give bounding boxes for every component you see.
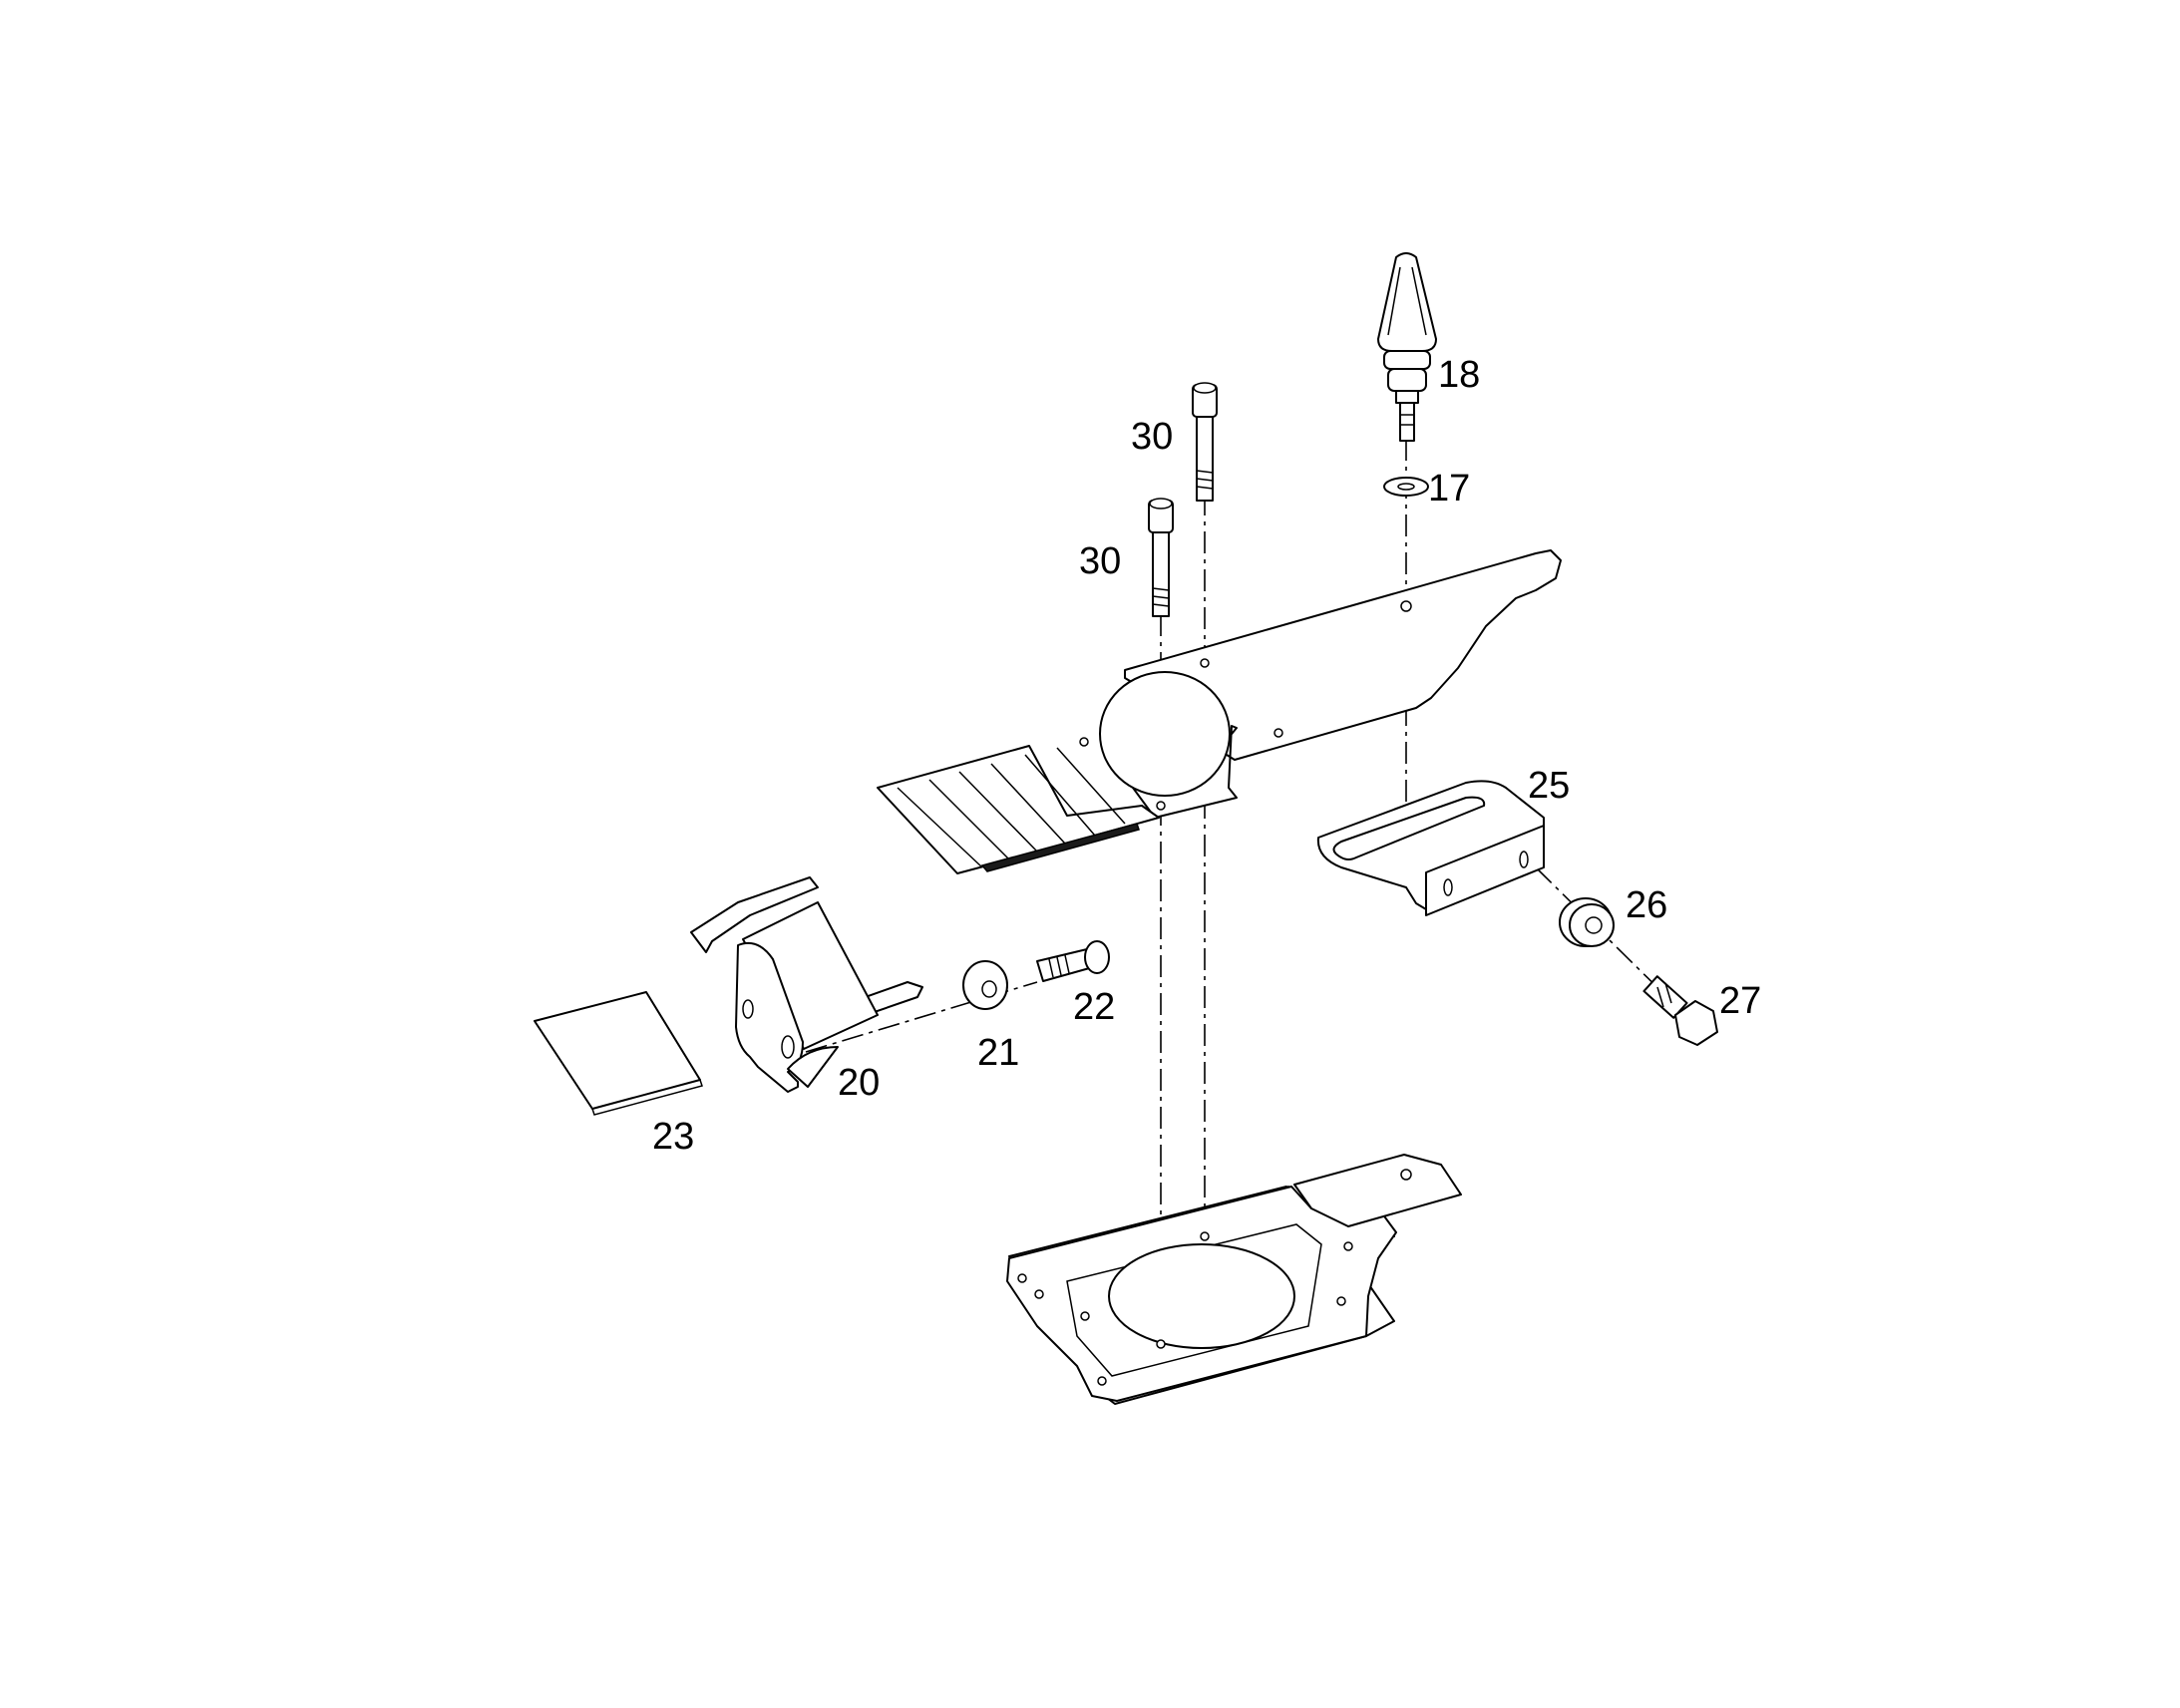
base-plate	[1006, 1154, 1462, 1405]
upper-plate	[877, 549, 1562, 874]
bolt-30-rear	[1192, 382, 1218, 502]
bolt-27	[1642, 975, 1718, 1046]
callout-26: 26	[1626, 884, 1667, 926]
pin-22-head	[1084, 940, 1110, 974]
bolt-27-head	[1674, 1000, 1718, 1046]
callout-23: 23	[652, 1116, 694, 1158]
callout-30-rear: 30	[1131, 416, 1173, 458]
callout-22: 22	[1073, 986, 1115, 1028]
knob-18	[1377, 252, 1437, 442]
base-plate-tab	[1293, 1154, 1462, 1227]
pin-22	[1036, 940, 1110, 982]
bracket-slot	[1332, 796, 1486, 860]
pad-23	[534, 991, 703, 1116]
upper-plate-ribbed-section	[877, 745, 1160, 874]
callout-18: 18	[1438, 354, 1480, 396]
base-plate-opening	[1108, 1243, 1295, 1349]
knob-handle	[1377, 252, 1437, 352]
bracket-25	[1316, 780, 1545, 916]
hinge-bracket-20	[690, 876, 923, 1093]
callout-21: 21	[977, 1032, 1019, 1074]
bolt-30-front	[1148, 498, 1174, 617]
callout-17: 17	[1428, 468, 1470, 510]
washer-17	[1383, 477, 1429, 497]
base-plate-gasket	[1066, 1223, 1322, 1377]
callout-27: 27	[1719, 980, 1761, 1022]
axis-bolt-27	[1535, 866, 1688, 1018]
washer-21	[962, 960, 1008, 1010]
hinge-top-arm	[690, 876, 819, 953]
upper-plate-opening	[1099, 671, 1231, 797]
callouts: 18 17 30 30 25 26 27 22 21 20 23	[652, 354, 1761, 1158]
washer-26	[1559, 897, 1615, 947]
callout-25: 25	[1528, 765, 1570, 807]
callout-30-front: 30	[1079, 540, 1121, 582]
callout-20: 20	[838, 1062, 880, 1104]
bracket-flange	[1425, 825, 1545, 916]
